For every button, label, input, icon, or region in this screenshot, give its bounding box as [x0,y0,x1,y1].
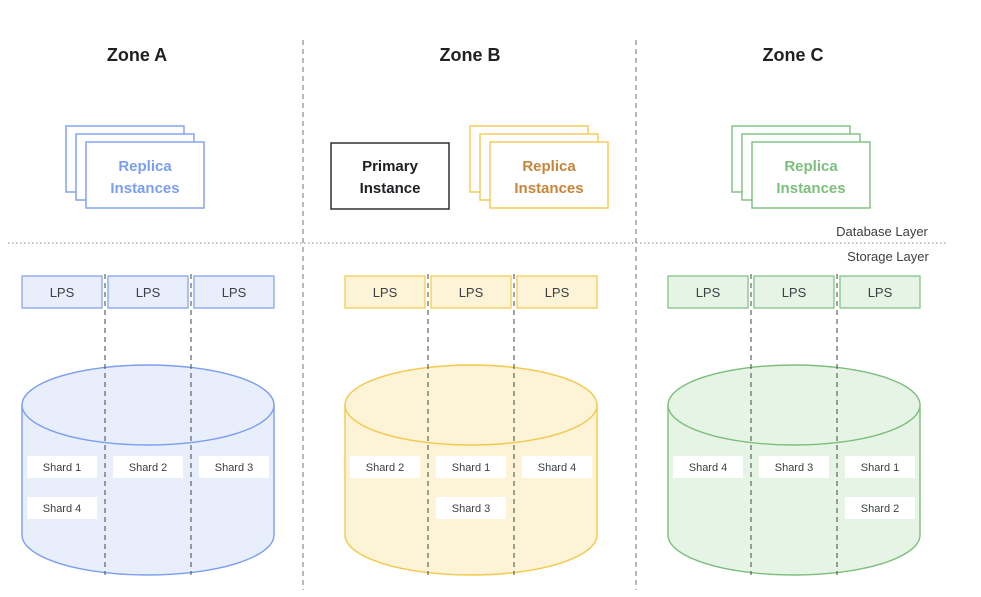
shard-label: Shard 2 [366,462,405,474]
lps-label: LPS [222,285,247,300]
lps-box: LPS [430,275,512,309]
zone-title: Zone B [440,45,501,65]
lps-rect [839,275,921,309]
replica-card [751,141,871,209]
shard-bg [350,456,420,478]
shard-label-box: Shard 2 [113,456,183,478]
storage-cylinder [21,364,275,576]
replica-label-line2: Instances [110,180,179,197]
shard-label-box: Shard 4 [673,456,743,478]
replica-label-line1: Replica [118,158,172,175]
shard-label-box: Shard 1 [845,456,915,478]
shard-label: Shard 3 [215,462,254,474]
shard-label-box: Shard 4 [522,456,592,478]
lps-rect [344,275,426,309]
replica-label-line1: Replica [522,158,576,175]
zone-title: Zone A [107,45,167,65]
shard-label: Shard 4 [43,503,82,515]
lps-label: LPS [373,285,398,300]
shard-label: Shard 4 [689,462,728,474]
lps-label: LPS [696,285,721,300]
lps-box: LPS [21,275,103,309]
storage-cylinder [344,364,598,576]
shard-bg [673,456,743,478]
lps-box: LPS [753,275,835,309]
shard-bg [113,456,183,478]
replica-card [489,141,609,209]
shard-label-box: Shard 2 [350,456,420,478]
shard-label: Shard 1 [861,462,900,474]
cylinder-top [344,364,598,446]
lps-label: LPS [545,285,570,300]
lps-rect [667,275,749,309]
primary-instance-box [330,142,450,210]
shard-label: Shard 1 [43,462,82,474]
storage-cylinder [667,364,921,576]
lps-box: LPS [667,275,749,309]
shard-label: Shard 2 [861,503,900,515]
lps-rect [193,275,275,309]
shard-label-box: Shard 1 [27,456,97,478]
replica-card [85,141,205,209]
lps-rect [753,275,835,309]
lps-label: LPS [136,285,161,300]
shard-bg [522,456,592,478]
lps-label: LPS [50,285,75,300]
cylinder-body [344,404,598,576]
replica-label-line2: Instances [514,180,583,197]
shard-label-box: Shard 3 [199,456,269,478]
storage-layer-label: Storage Layer [847,249,929,264]
shard-bg [436,497,506,519]
zone-title: Zone C [763,45,824,65]
shard-label: Shard 1 [452,462,491,474]
lps-rect [21,275,103,309]
replica-label-line1: Replica [784,158,838,175]
lps-label: LPS [459,285,484,300]
lps-box: LPS [344,275,426,309]
shard-label: Shard 4 [538,462,577,474]
lps-rect [107,275,189,309]
shard-label-box: Shard 1 [436,456,506,478]
shard-bg [759,456,829,478]
cylinder-body [667,404,921,576]
database-layer-label: Database Layer [836,224,928,239]
shard-bg [845,497,915,519]
shard-label: Shard 3 [452,503,491,515]
shard-bg [27,456,97,478]
lps-rect [430,275,512,309]
lps-box: LPS [107,275,189,309]
lps-label: LPS [782,285,807,300]
shard-bg [27,497,97,519]
lps-box: LPS [516,275,598,309]
shard-label: Shard 2 [129,462,168,474]
shard-label: Shard 3 [775,462,814,474]
lps-box: LPS [839,275,921,309]
primary-label-line2: Instance [360,180,421,197]
shard-bg [845,456,915,478]
shard-label-box: Shard 3 [759,456,829,478]
shard-label-box: Shard 2 [845,497,915,519]
lps-label: LPS [868,285,893,300]
cylinder-top [667,364,921,446]
shard-label-box: Shard 3 [436,497,506,519]
shard-bg [436,456,506,478]
replica-label-line2: Instances [776,180,845,197]
cylinder-top [21,364,275,446]
lps-box: LPS [193,275,275,309]
cylinder-body [21,404,275,576]
lps-rect [516,275,598,309]
shard-label-box: Shard 4 [27,497,97,519]
shard-bg [199,456,269,478]
primary-label-line1: Primary [362,158,419,175]
